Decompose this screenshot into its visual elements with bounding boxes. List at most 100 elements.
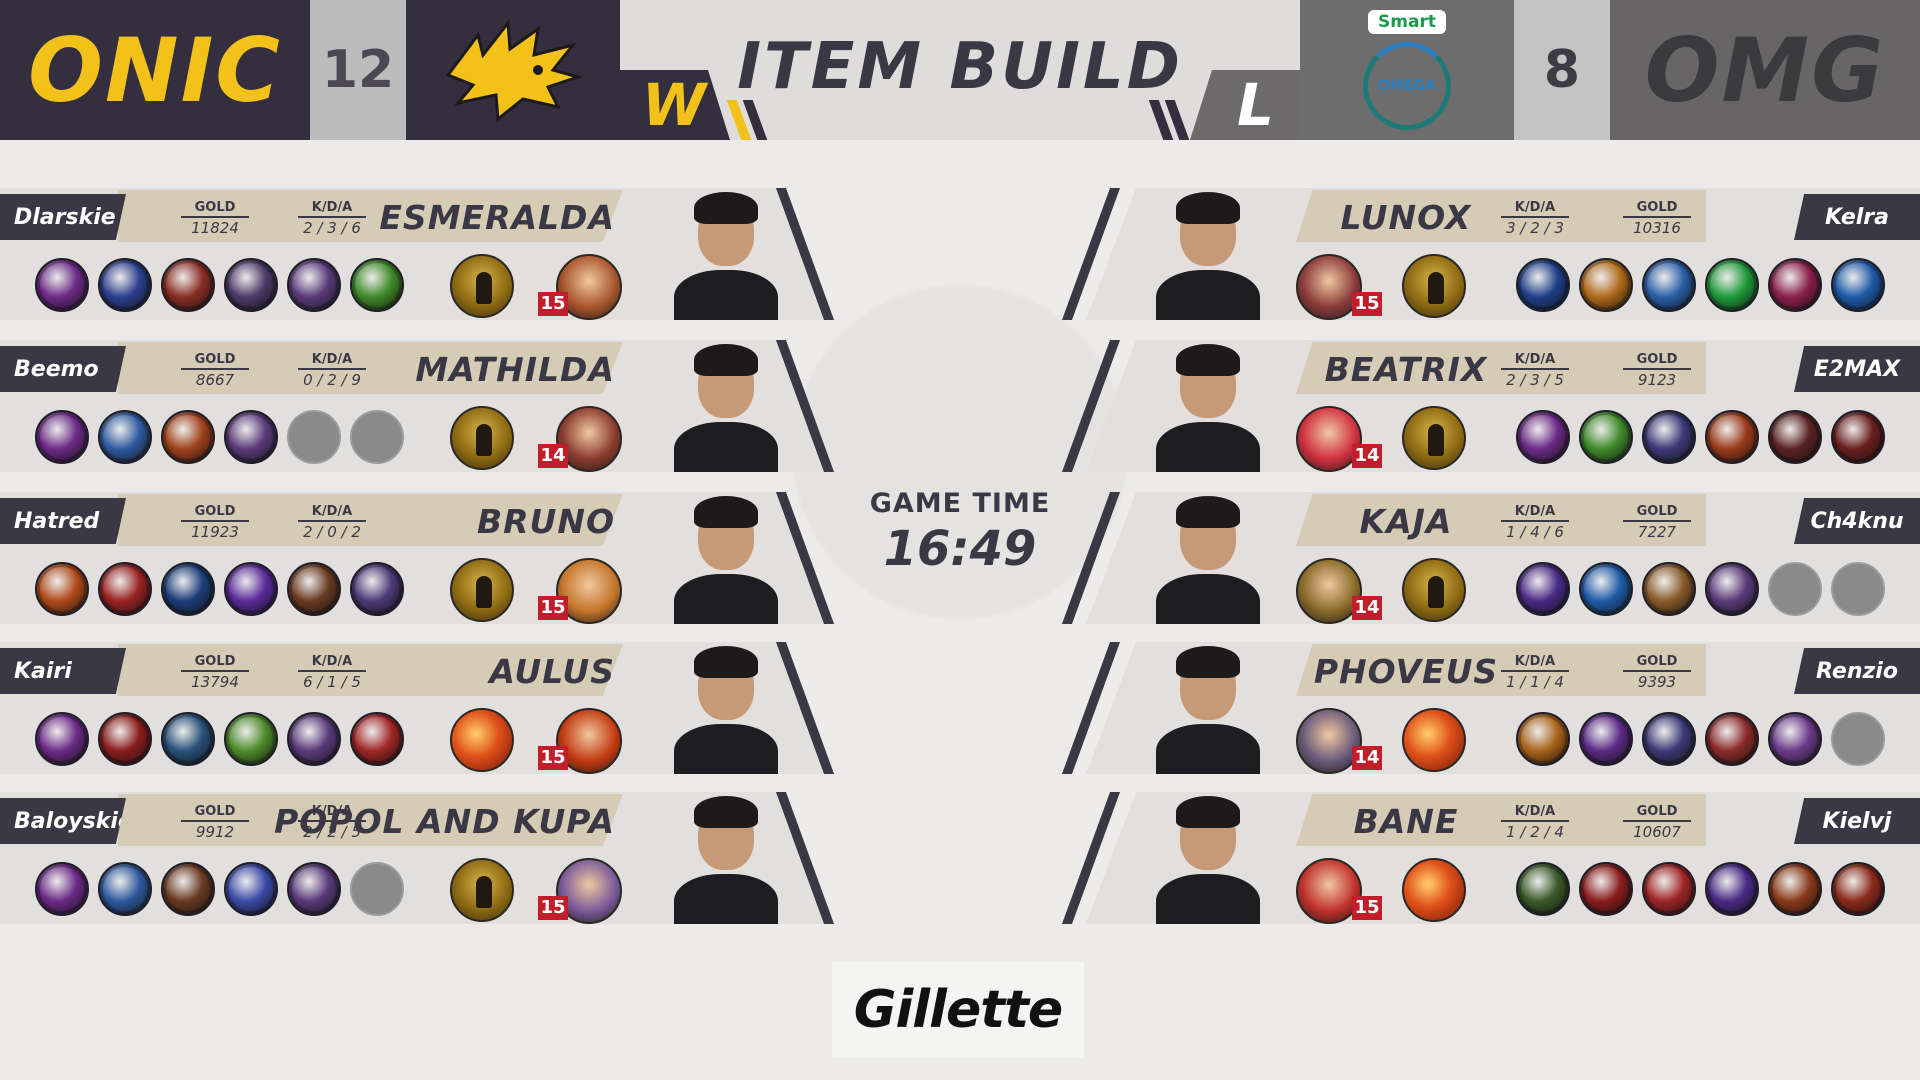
kda-value: 2 / 3 / 6 <box>303 219 361 237</box>
kda-stat: K/D/A 1 / 1 / 4 <box>1490 650 1580 691</box>
item-icon <box>224 862 278 916</box>
kda-value: 3 / 2 / 3 <box>1506 219 1564 237</box>
item-icon <box>1516 862 1570 916</box>
right-result-badge: L <box>1190 70 1300 140</box>
item-icon <box>350 562 404 616</box>
item-icon <box>224 410 278 464</box>
player-name: Ch4knu <box>1810 508 1904 534</box>
hedgehog-logo-icon <box>445 19 584 122</box>
item-icon <box>1831 258 1885 312</box>
item-build <box>1516 862 1885 916</box>
item-icon <box>1705 712 1759 766</box>
item-build <box>1516 712 1885 766</box>
gold-value: 7227 <box>1637 523 1677 541</box>
gold-stat: GOLD 10607 <box>1612 800 1702 841</box>
gold-value: 8667 <box>195 371 235 389</box>
item-build <box>1516 410 1885 464</box>
gold-stat: GOLD 9393 <box>1612 650 1702 691</box>
kda-stat: K/D/A 0 / 2 / 9 <box>287 348 377 389</box>
hero-level-badge: 15 <box>538 746 568 770</box>
hero-level-badge: 15 <box>1352 896 1382 920</box>
game-time-value: 16:49 <box>883 521 1037 577</box>
item-build <box>35 862 404 916</box>
empty-item-slot <box>350 862 404 916</box>
player-name-tag: Kielvj <box>1794 798 1920 844</box>
player-name: Kairi <box>14 658 72 684</box>
item-icon <box>35 562 89 616</box>
right-badge-stripes <box>1146 100 1190 140</box>
gold-stat: GOLD 8667 <box>170 348 260 389</box>
hero-portrait-icon <box>1296 254 1362 320</box>
left-player-row-4: Kairi GOLD 13794 K/D/A 6 / 1 / 5 AULUS 1… <box>0 642 840 774</box>
gold-stat: GOLD 9123 <box>1612 348 1702 389</box>
gold-value: 10607 <box>1633 823 1681 841</box>
retribution-icon <box>450 558 514 622</box>
hero-name: AULUS <box>489 652 615 691</box>
sponsor-logo: Gillette <box>832 962 1084 1058</box>
gold-label: GOLD <box>180 504 250 522</box>
kda-value: 6 / 1 / 5 <box>303 673 361 691</box>
gold-value: 13794 <box>191 673 239 691</box>
kda-label: K/D/A <box>297 504 367 522</box>
hero-name: ESMERALDA <box>379 198 615 237</box>
item-build <box>35 410 404 464</box>
item-icon <box>98 712 152 766</box>
left-player-row-5: Baloyskie GOLD 9912 K/D/A 2 / 2 / 5 POPO… <box>0 792 840 924</box>
hero-level-badge: 14 <box>1352 596 1382 620</box>
gold-label: GOLD <box>1622 504 1692 522</box>
hero-name: PHOVEUS <box>1313 652 1499 691</box>
gold-label: GOLD <box>1622 200 1692 218</box>
kda-stat: K/D/A 2 / 3 / 6 <box>287 196 377 237</box>
item-icon <box>1516 410 1570 464</box>
item-icon <box>1642 562 1696 616</box>
execute-icon <box>1402 858 1466 922</box>
player-photo <box>1152 492 1262 624</box>
player-photo <box>1152 188 1262 320</box>
kda-label: K/D/A <box>1500 352 1570 370</box>
player-name-tag: Hatred <box>0 498 126 544</box>
onic-logo <box>406 0 620 140</box>
item-icon <box>1642 862 1696 916</box>
right-player-row-5: Kielvj GOLD 10607 K/D/A 1 / 2 / 4 BANE 1… <box>1061 792 1920 924</box>
item-icon <box>224 712 278 766</box>
execute-icon <box>1402 708 1466 772</box>
item-build <box>35 258 404 312</box>
kda-stat: K/D/A 6 / 1 / 5 <box>287 650 377 691</box>
item-icon <box>98 410 152 464</box>
hero-name: BANE <box>1353 802 1459 841</box>
item-icon <box>1768 712 1822 766</box>
player-photo <box>1152 340 1262 472</box>
item-icon <box>1516 258 1570 312</box>
player-photo <box>670 188 780 320</box>
player-name: Baloyskie <box>14 808 133 834</box>
item-icon <box>161 712 215 766</box>
hero-name: POPOL AND KUPA <box>274 802 615 841</box>
title-panel: ITEM BUILD W L <box>620 0 1300 140</box>
player-photo <box>670 792 780 924</box>
hero-name: BRUNO <box>476 502 615 541</box>
retribution-icon <box>450 858 514 922</box>
left-player-row-2: Beemo GOLD 8667 K/D/A 0 / 2 / 9 MATHILDA… <box>0 340 840 472</box>
player-name-tag: Renzio <box>1794 648 1920 694</box>
left-team-score: 12 <box>310 0 406 140</box>
kda-value: 2 / 0 / 2 <box>303 523 361 541</box>
player-photo <box>1152 642 1262 774</box>
player-name: Kielvj <box>1822 808 1892 834</box>
item-icon <box>1579 862 1633 916</box>
item-icon <box>1642 410 1696 464</box>
hero-portrait-icon <box>1296 558 1362 624</box>
item-icon <box>161 562 215 616</box>
item-icon <box>1768 410 1822 464</box>
item-icon <box>35 410 89 464</box>
empty-item-slot <box>1768 562 1822 616</box>
left-team-name: ONIC <box>0 0 310 140</box>
empty-item-slot <box>1831 712 1885 766</box>
omega-logo-text: OMEGA <box>1378 78 1436 94</box>
kda-value: 1 / 2 / 4 <box>1506 823 1564 841</box>
item-icon <box>1579 562 1633 616</box>
page-title: ITEM BUILD <box>737 30 1183 104</box>
item-icon <box>35 862 89 916</box>
gold-value: 9393 <box>1637 673 1677 691</box>
kda-stat: K/D/A 2 / 2 / 5 <box>287 800 377 841</box>
gold-label: GOLD <box>1622 804 1692 822</box>
